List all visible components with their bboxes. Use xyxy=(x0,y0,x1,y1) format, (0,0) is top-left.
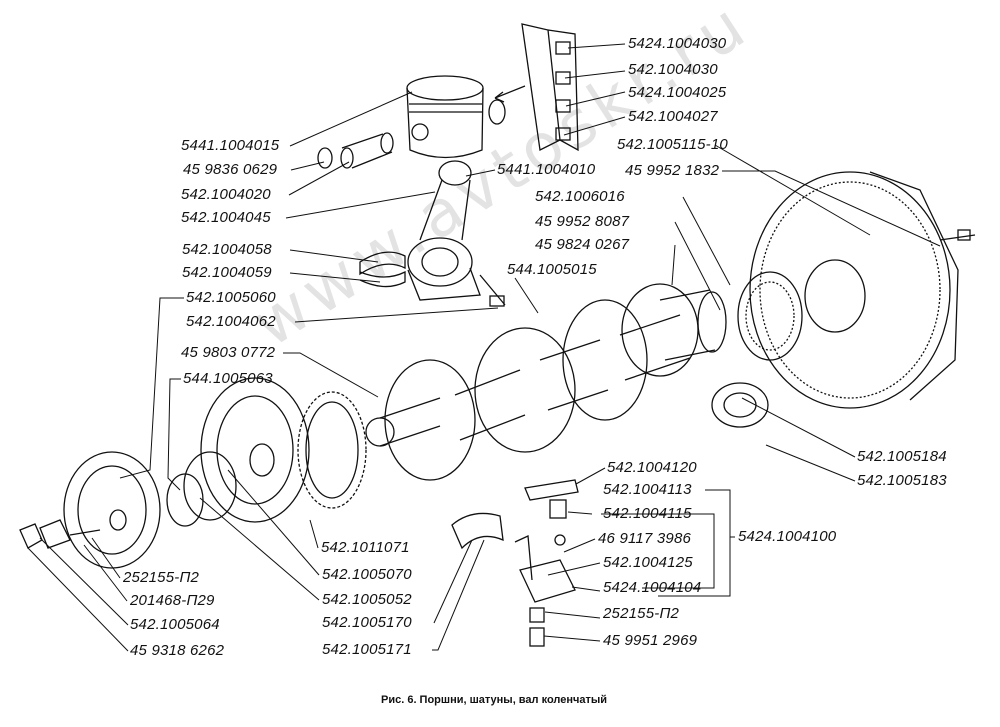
part-label: 5424.1004030 xyxy=(628,35,727,52)
part-label: 542.1005184 xyxy=(857,448,947,465)
part-label: 5424.1004025 xyxy=(628,84,727,101)
front-bolt xyxy=(19,519,101,549)
flywheel xyxy=(737,171,976,409)
part-label: 45 9952 1832 xyxy=(625,162,720,179)
part-label: 542.1006016 xyxy=(535,188,625,205)
lower-bearing xyxy=(451,512,504,550)
part-label: 544.1005015 xyxy=(507,261,597,278)
part-label: 45 9803 0772 xyxy=(181,344,276,361)
conrod-bearings xyxy=(359,251,406,288)
gear xyxy=(297,391,367,509)
part-label: 45 9318 6262 xyxy=(130,642,225,659)
part-label: 542.1011071 xyxy=(321,539,410,556)
part-label: 542.1005170 xyxy=(322,614,412,631)
part-label: 252155-П2 xyxy=(603,605,680,622)
part-label: 5424.1004104 xyxy=(603,579,702,596)
part-label: 542.1004125 xyxy=(603,554,693,571)
part-label: 542.1004058 xyxy=(182,241,272,258)
part-label: 5441.1004010 xyxy=(497,161,596,178)
part-label: 252155-П2 xyxy=(123,569,200,586)
part-label: 45 9824 0267 xyxy=(535,236,630,253)
part-label: 542.1004062 xyxy=(186,313,276,330)
part-label: 542.1004113 xyxy=(603,481,692,498)
part-label: 542.1004120 xyxy=(607,459,697,476)
oil-nozzle xyxy=(514,479,579,647)
part-label: 46 9117 3986 xyxy=(598,530,692,547)
part-label: 542.1005060 xyxy=(186,289,276,306)
part-label: 5441.1004015 xyxy=(181,137,280,154)
connecting-rod xyxy=(407,160,506,307)
leader-lines xyxy=(27,43,941,652)
part-label: 544.1005063 xyxy=(183,370,273,387)
part-label: 45 9952 8087 xyxy=(535,213,630,230)
piston-pin xyxy=(317,132,394,169)
part-label: 45 9951 2969 xyxy=(603,632,698,649)
part-label: 5424.1004100 xyxy=(738,528,837,545)
part-label: 542.1004030 xyxy=(628,61,718,78)
part-label: 201468-П29 xyxy=(130,592,215,609)
part-label: 542.1005171 xyxy=(322,641,412,658)
part-label: 542.1004059 xyxy=(182,264,272,281)
part-label: 542.1005115-10 xyxy=(617,136,728,153)
figure-caption: Рис. 6. Поршни, шатуны, вал коленчатый xyxy=(381,694,608,706)
main-bearings xyxy=(711,382,769,428)
block-section xyxy=(494,23,579,152)
part-label: 542.1004115 xyxy=(603,505,692,522)
part-label: 542.1004045 xyxy=(181,209,271,226)
pulley xyxy=(63,451,161,569)
part-label: 542.1005052 xyxy=(322,591,412,608)
part-label: 542.1005070 xyxy=(322,566,412,583)
damper xyxy=(200,377,310,523)
hub xyxy=(166,451,237,527)
crankshaft xyxy=(365,283,727,481)
part-label: 542.1005064 xyxy=(130,616,220,633)
part-label: 542.1004027 xyxy=(628,108,718,125)
piston xyxy=(406,75,506,159)
part-label: 542.1005183 xyxy=(857,472,947,489)
part-label: 542.1004020 xyxy=(181,186,271,203)
part-label: 45 9836 0629 xyxy=(183,161,278,178)
